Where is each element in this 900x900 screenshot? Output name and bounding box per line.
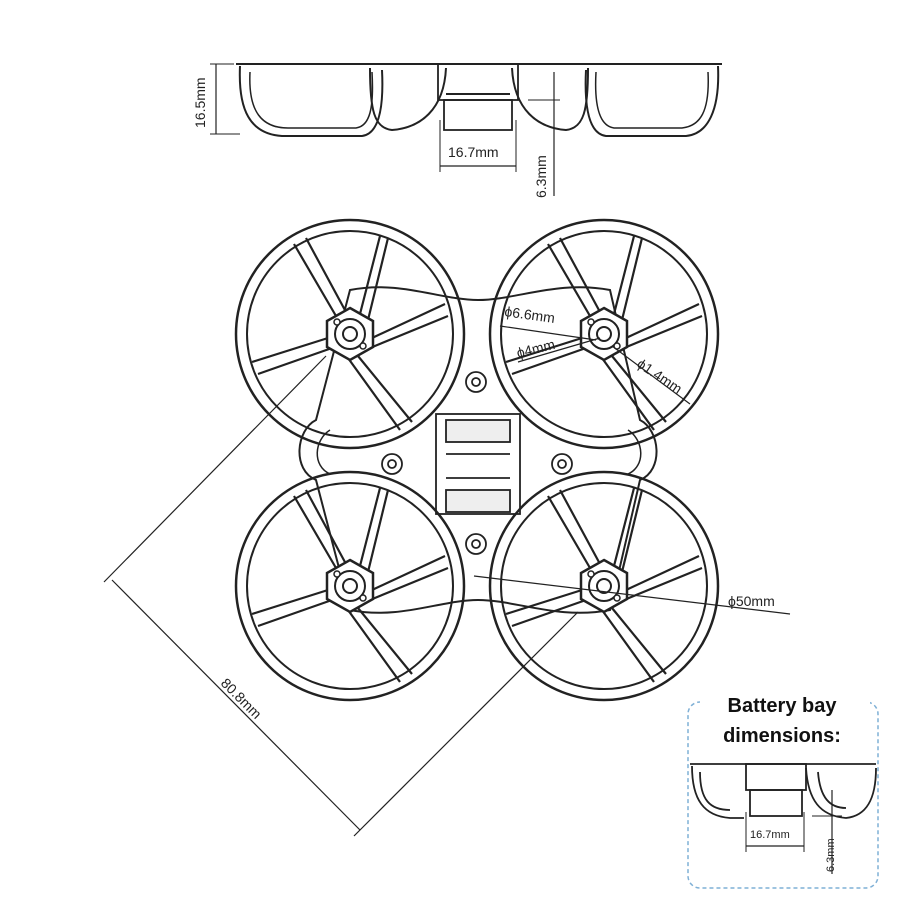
side-height-label: 16.5mm [192,77,208,128]
side-bay-width-label: 16.7mm [448,144,499,160]
top-view [103,218,791,837]
battery-bay-inset: Battery bay dimensions: 16.7mm 6.3mm [687,694,879,889]
inset-bay-depth-label: 6.3mm [825,838,837,872]
diagonal-label: 80.8mm [218,675,265,722]
inset-title-line2: dimensions: [723,725,841,747]
side-view [210,63,722,196]
inset-bay-width-label: 16.7mm [750,829,790,841]
duct-bottom-right [488,470,720,702]
duct-top-right [488,218,720,450]
inset-title-line1: Battery bay [728,695,838,717]
prop-diameter-label: ϕ50mm [728,593,775,609]
screw-hole-label: ϕ1.4mm [634,355,685,397]
duct-top-left [234,218,466,450]
motor-hole-label: ϕ6.6mm [504,303,556,326]
duct-bottom-left [234,470,466,702]
side-bay-depth-label: 6.3mm [533,155,549,198]
